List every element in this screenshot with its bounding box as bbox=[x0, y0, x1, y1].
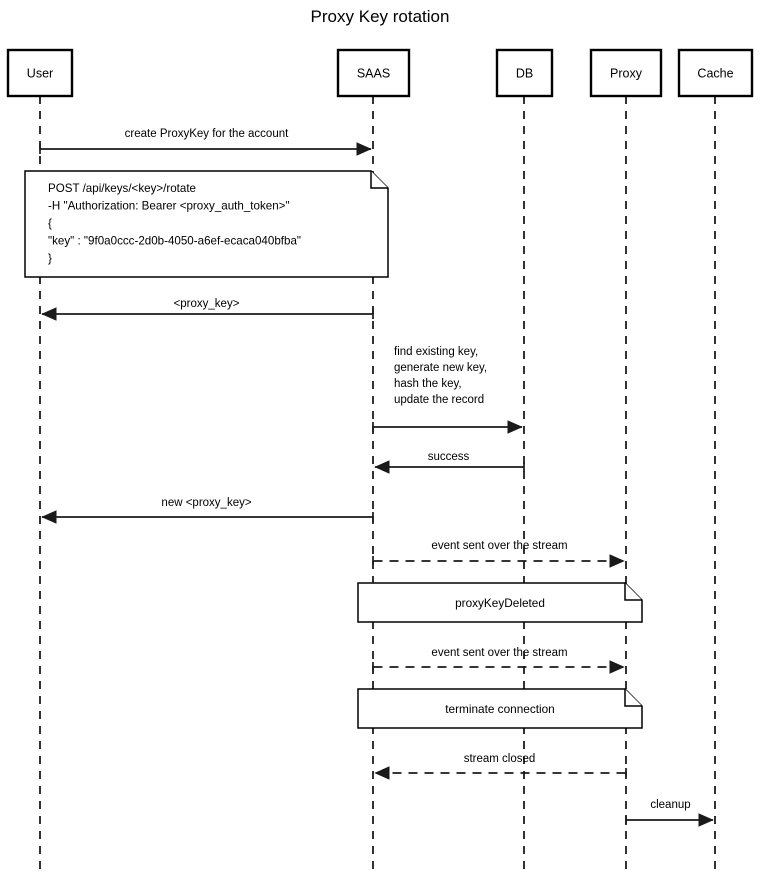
participant-box-user bbox=[6, 48, 74, 98]
message-label-m5: new <proxy_key> bbox=[161, 497, 251, 509]
participant-db[interactable]: DB bbox=[495, 48, 554, 98]
note-proxy-key-deleted: proxyKeyDeleted bbox=[357, 582, 643, 623]
participant-label-db: DB bbox=[516, 67, 533, 81]
participant-box-cache bbox=[677, 48, 754, 98]
note-request-line-1: -H "Authorization: Bearer <proxy_auth_to… bbox=[48, 200, 290, 213]
notes-group: POST /api/keys/<key>/rotate -H "Authoriza… bbox=[24, 170, 643, 729]
message-m4: success bbox=[374, 451, 525, 474]
participant-box-saas bbox=[336, 48, 411, 98]
note-terminate-connection-body bbox=[357, 688, 643, 729]
note-request-line-0: POST /api/keys/<key>/rotate bbox=[48, 182, 196, 195]
message-m7: event sent over the stream bbox=[372, 647, 625, 674]
message-label-m7: event sent over the stream bbox=[431, 647, 567, 659]
note-terminate-connection: terminate connection bbox=[357, 688, 643, 729]
note-request-fold-corner-icon bbox=[370, 171, 388, 189]
message-label-m3-line-0: find existing key, bbox=[394, 346, 478, 358]
note-proxy-key-deleted-fold-corner-icon bbox=[624, 583, 642, 601]
note-request-line-2: { bbox=[48, 217, 52, 230]
message-m8: stream closed bbox=[374, 753, 627, 780]
message-m2: <proxy_key> bbox=[41, 298, 374, 321]
lifelines-group bbox=[39, 96, 716, 873]
message-m9: cleanup bbox=[625, 799, 714, 827]
note-proxy-key-deleted-body bbox=[357, 582, 643, 623]
note-request-line-4: } bbox=[48, 252, 52, 265]
participants-group: User SAAS DB Proxy Cache bbox=[6, 48, 754, 98]
note-terminate-connection-fold-corner-icon bbox=[624, 689, 642, 707]
note-terminate-connection-text: terminate connection bbox=[445, 702, 555, 716]
note-request-line-3: "key" : "9f0a0ccc-2d0b-4050-a6ef-ecaca04… bbox=[48, 235, 301, 248]
participant-label-proxy: Proxy bbox=[610, 67, 643, 81]
message-m5: new <proxy_key> bbox=[41, 497, 374, 524]
message-label-m9: cleanup bbox=[650, 799, 690, 811]
participant-label-user: User bbox=[27, 67, 53, 81]
participant-user[interactable]: User bbox=[6, 48, 74, 98]
message-label-m8: stream closed bbox=[464, 753, 536, 765]
participant-box-proxy bbox=[589, 48, 663, 98]
message-m3: find existing key, generate new key, hash … bbox=[372, 346, 523, 434]
note-request-body bbox=[24, 170, 389, 278]
participant-saas[interactable]: SAAS bbox=[336, 48, 411, 98]
messages-group: create ProxyKey for the account <proxy_ke… bbox=[39, 128, 714, 827]
note-request: POST /api/keys/<key>/rotate -H "Authoriza… bbox=[24, 170, 389, 278]
participant-proxy[interactable]: Proxy bbox=[589, 48, 663, 98]
message-label-m4: success bbox=[428, 451, 470, 463]
participant-label-cache: Cache bbox=[697, 67, 733, 81]
page-title: Proxy Key rotation bbox=[311, 7, 450, 26]
participant-box-db bbox=[495, 48, 554, 98]
message-label-m6: event sent over the stream bbox=[431, 540, 567, 552]
message-label-m1: create ProxyKey for the account bbox=[125, 128, 289, 140]
participant-label-saas: SAAS bbox=[357, 67, 390, 81]
message-m1: create ProxyKey for the account bbox=[39, 128, 372, 156]
message-label-m2: <proxy_key> bbox=[174, 298, 240, 310]
message-m6: event sent over the stream bbox=[372, 540, 625, 568]
message-label-m3-line-1: generate new key, bbox=[394, 362, 487, 374]
message-label-m3-line-3: update the record bbox=[394, 394, 484, 406]
participant-cache[interactable]: Cache bbox=[677, 48, 754, 98]
note-proxy-key-deleted-text: proxyKeyDeleted bbox=[455, 596, 545, 610]
message-label-m3-line-2: hash the key, bbox=[394, 378, 462, 390]
